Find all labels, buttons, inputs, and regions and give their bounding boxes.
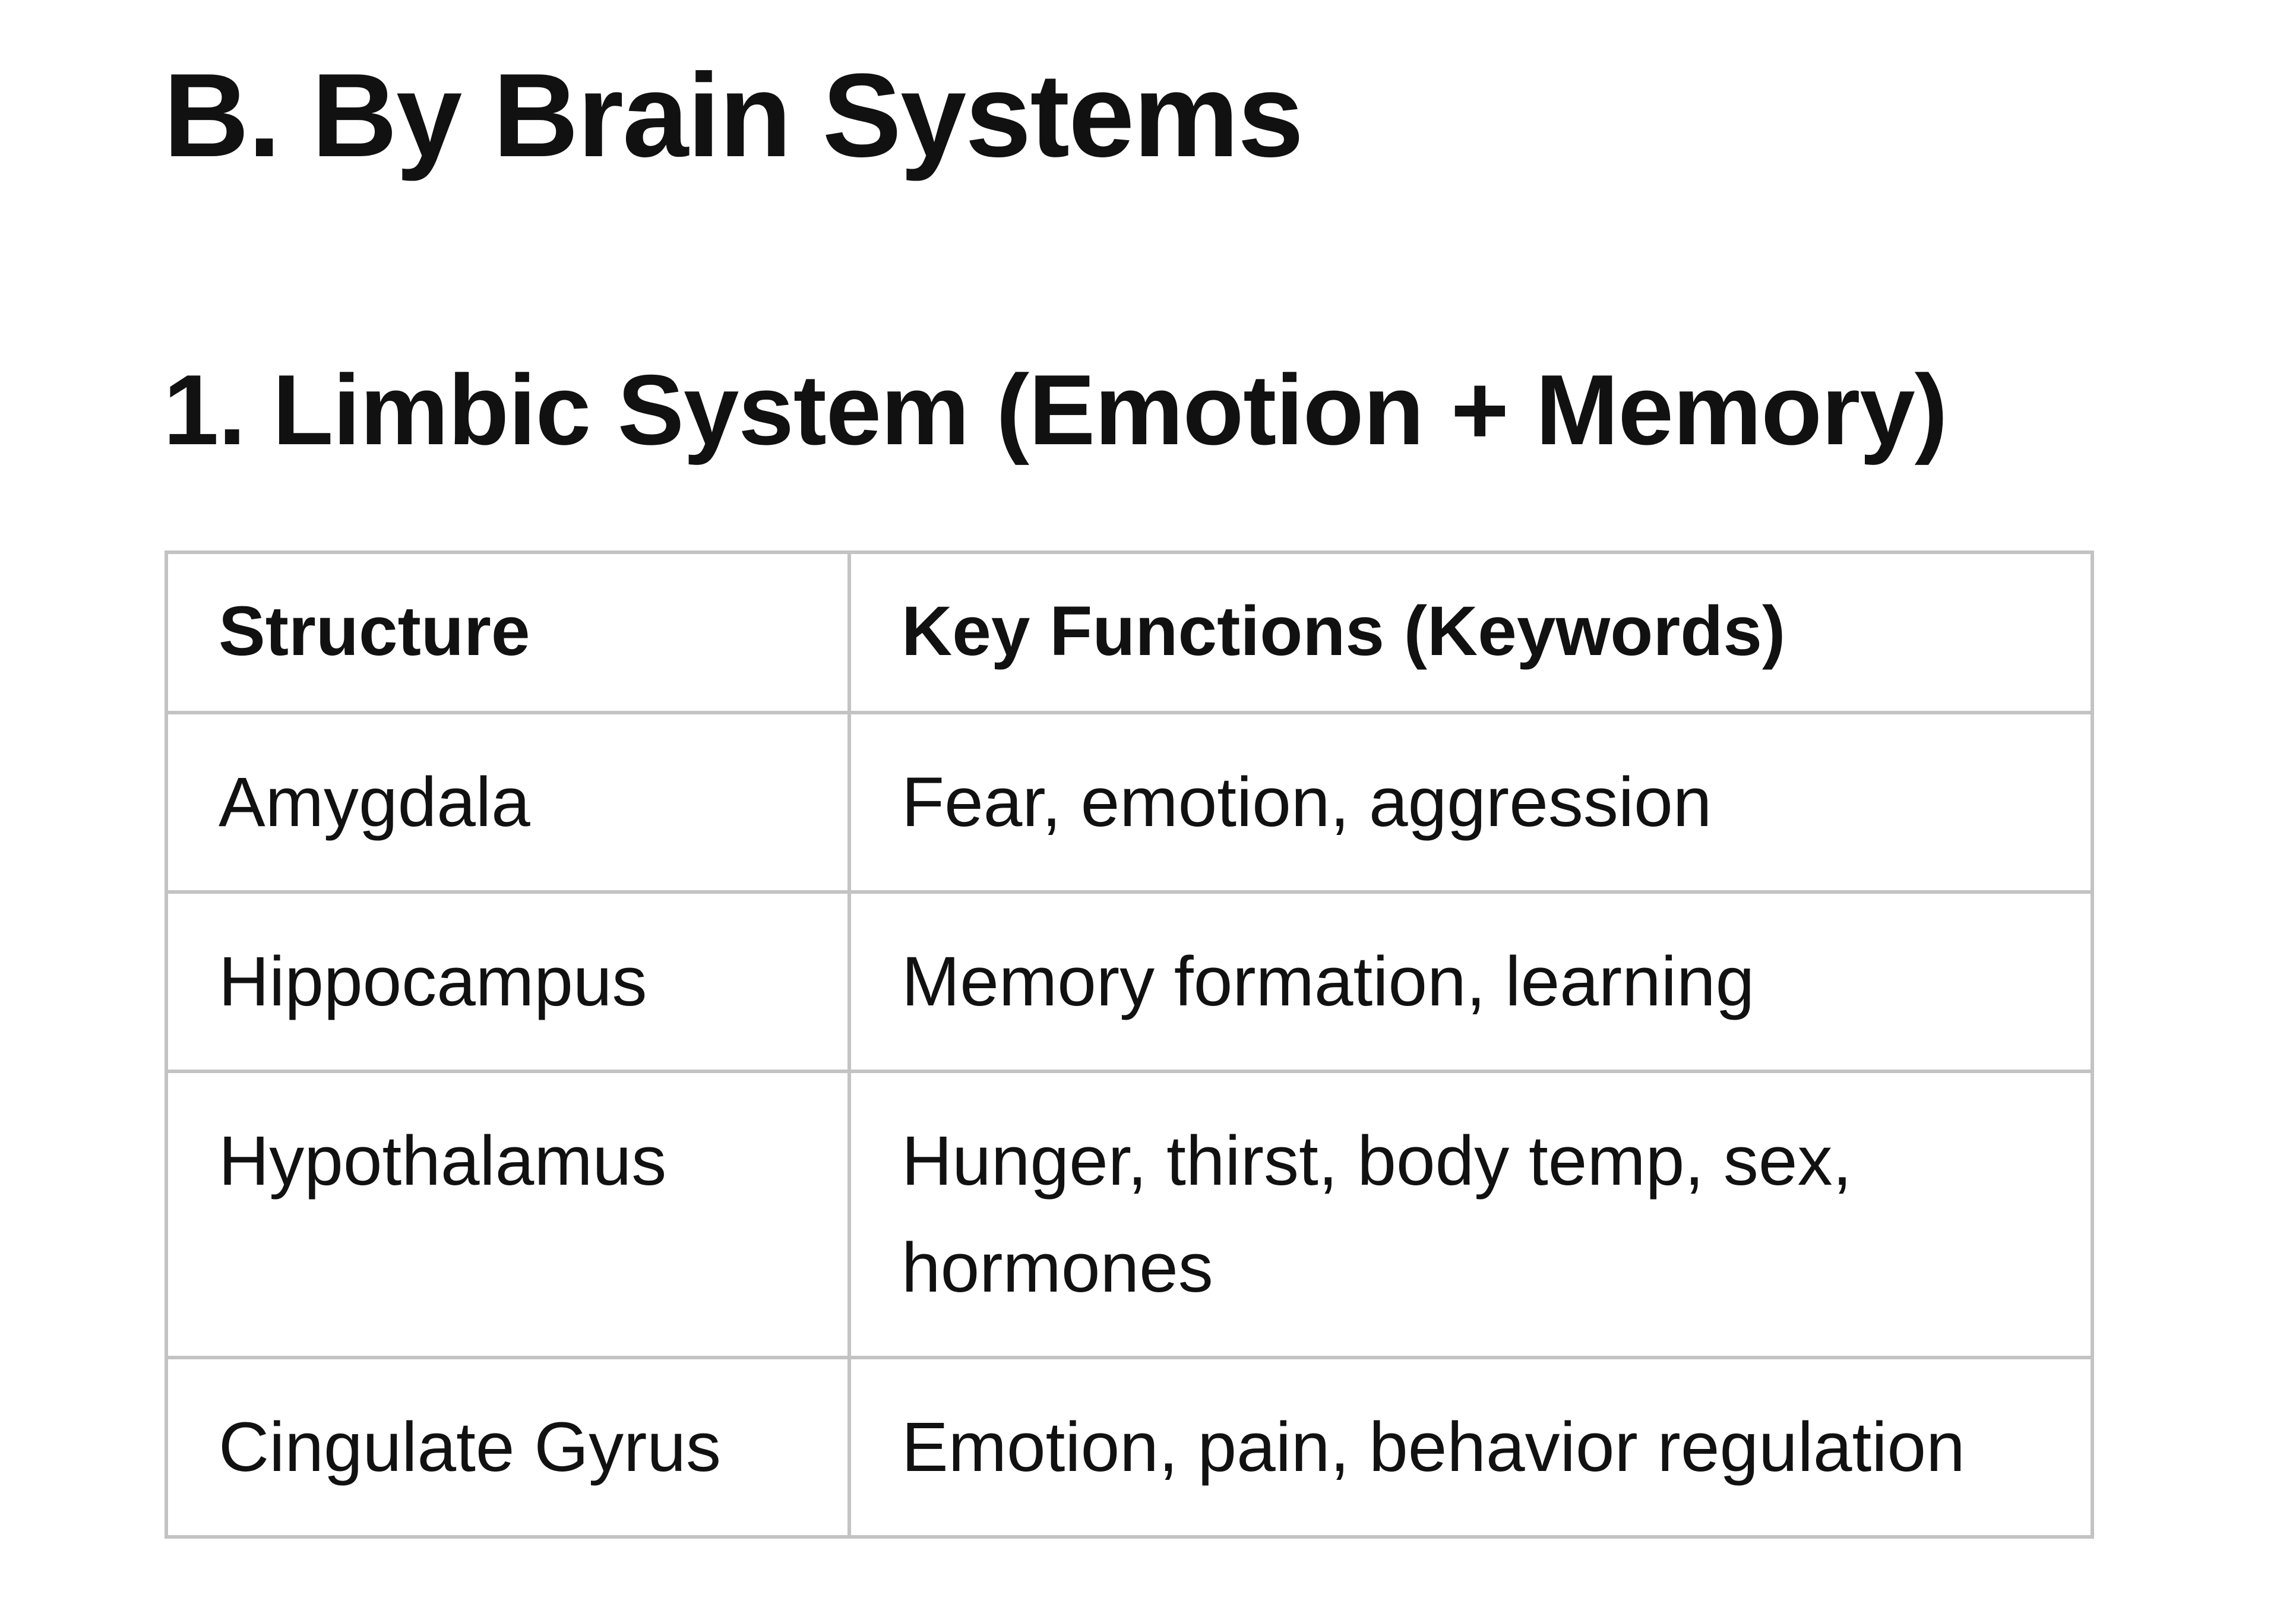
limbic-system-table: Structure Key Functions (Keywords) Amygd…: [165, 551, 2094, 1539]
table-row: Amygdala Fear, emotion, aggression: [165, 711, 2094, 894]
table-row: Hippocampus Memory formation, learning: [165, 890, 2094, 1073]
table-header-row: Structure Key Functions (Keywords): [165, 551, 2094, 714]
functions-cell: Memory formation, learning: [847, 890, 2094, 1073]
structure-cell: Amygdala: [165, 711, 851, 894]
table-row: Hypothalamus Hunger, thirst, body temp, …: [165, 1070, 2094, 1359]
section-heading: B. By Brain Systems: [163, 49, 1304, 182]
table-row: Cingulate Gyrus Emotion, pain, behavior …: [165, 1356, 2094, 1539]
column-header-structure: Structure: [165, 551, 851, 714]
structure-cell: Cingulate Gyrus: [165, 1356, 851, 1539]
structure-cell: Hippocampus: [165, 890, 851, 1073]
functions-cell: Hunger, thirst, body temp, sex, hormones: [847, 1070, 2094, 1359]
column-header-key-functions: Key Functions (Keywords): [847, 551, 2094, 714]
functions-cell: Emotion, pain, behavior regulation: [847, 1356, 2094, 1539]
structure-cell: Hypothalamus: [165, 1070, 851, 1359]
subsection-heading: 1. Limbic System (Emotion + Memory): [163, 354, 1948, 466]
functions-cell: Fear, emotion, aggression: [847, 711, 2094, 894]
